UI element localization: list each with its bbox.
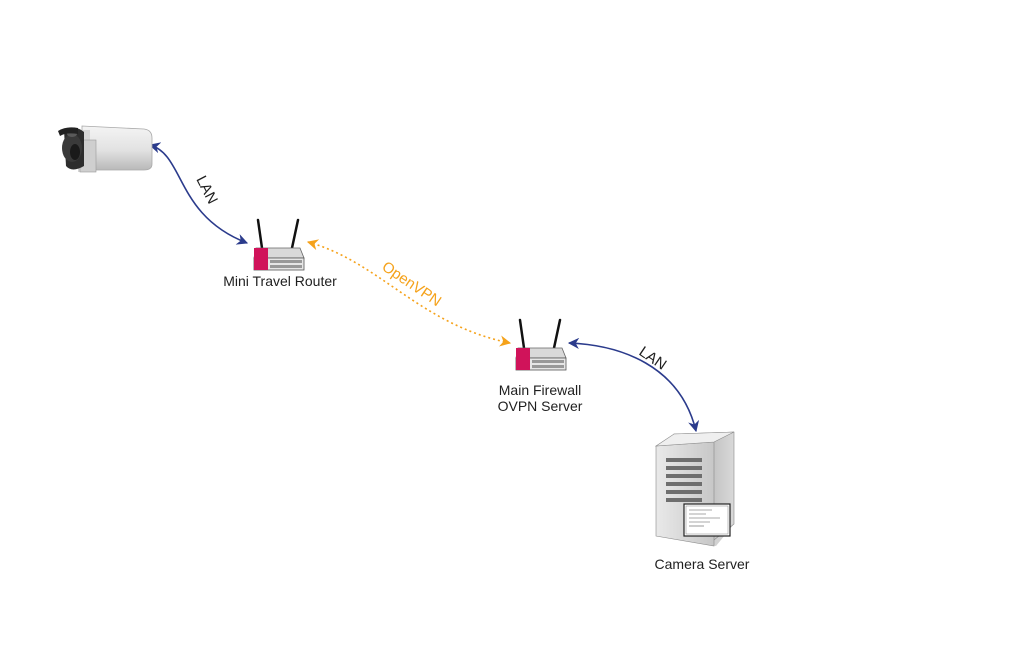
edge-camera-router: LAN bbox=[148, 142, 249, 245]
camera-server-icon bbox=[654, 431, 735, 547]
main-firewall-label-line1: Main Firewall bbox=[498, 382, 582, 398]
travel-router-label: Mini Travel Router bbox=[223, 273, 337, 289]
edge-camera-router-label: LAN bbox=[192, 173, 220, 207]
travel-router-icon bbox=[253, 218, 305, 271]
main-firewall-label: Main Firewall OVPN Server bbox=[465, 382, 615, 414]
main-firewall-label-line2: OVPN Server bbox=[497, 398, 583, 414]
main-firewall-icon bbox=[515, 318, 567, 371]
edge-firewall-server-label: LAN bbox=[636, 343, 670, 373]
ip-camera-icon bbox=[58, 125, 153, 173]
edge-camera-router-line bbox=[148, 142, 249, 245]
edge-firewall-server-line bbox=[567, 337, 700, 433]
camera-server-label: Camera Server bbox=[654, 556, 750, 572]
edge-router-firewall: OpenVPN bbox=[306, 239, 512, 347]
